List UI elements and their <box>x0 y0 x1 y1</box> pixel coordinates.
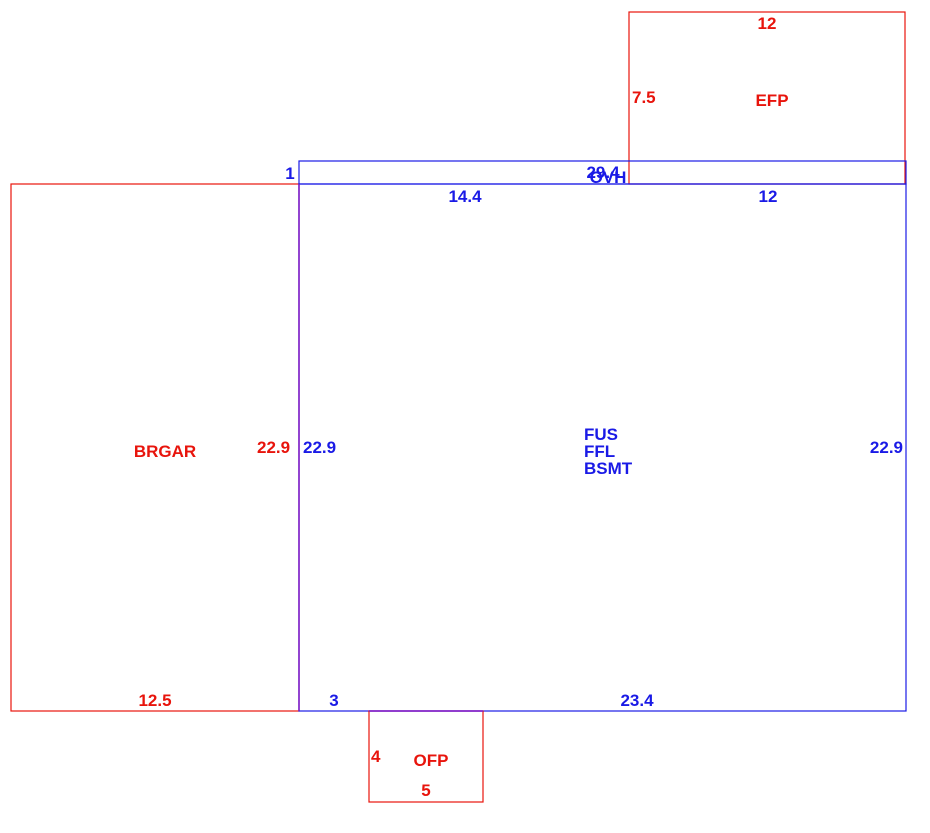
ofp-left-dimension: 4 <box>371 747 381 766</box>
efp-top-dimension: 12 <box>758 14 777 33</box>
ofp-bottom-dimension: 5 <box>421 781 430 800</box>
ofp-label: OFP <box>414 751 449 770</box>
main-right-dimension: 22.9 <box>870 438 903 457</box>
main-top-left-dimension: 14.4 <box>448 187 482 206</box>
main-bottom-left-dimension: 3 <box>329 691 338 710</box>
ovh-label: OVH <box>590 168 627 187</box>
main-label-ffl: FFL <box>584 442 615 461</box>
efp-label: EFP <box>755 91 788 110</box>
main-label-fus: FUS <box>584 425 618 444</box>
main-left-dimension: 22.9 <box>303 438 336 457</box>
ovh-length-dimension: 29.4 <box>586 163 620 182</box>
main-label-bsmt: BSMT <box>584 459 633 478</box>
efp-left-dimension: 7.5 <box>632 88 656 107</box>
brgar-bottom-dimension: 12.5 <box>138 691 171 710</box>
brgar-label: BRGAR <box>134 442 196 461</box>
brgar-left-dimension: 22.9 <box>257 438 290 457</box>
main-top-right-dimension: 12 <box>759 187 778 206</box>
ovh-depth-dimension: 1 <box>285 164 294 183</box>
main-bottom-right-dimension: 23.4 <box>620 691 654 710</box>
